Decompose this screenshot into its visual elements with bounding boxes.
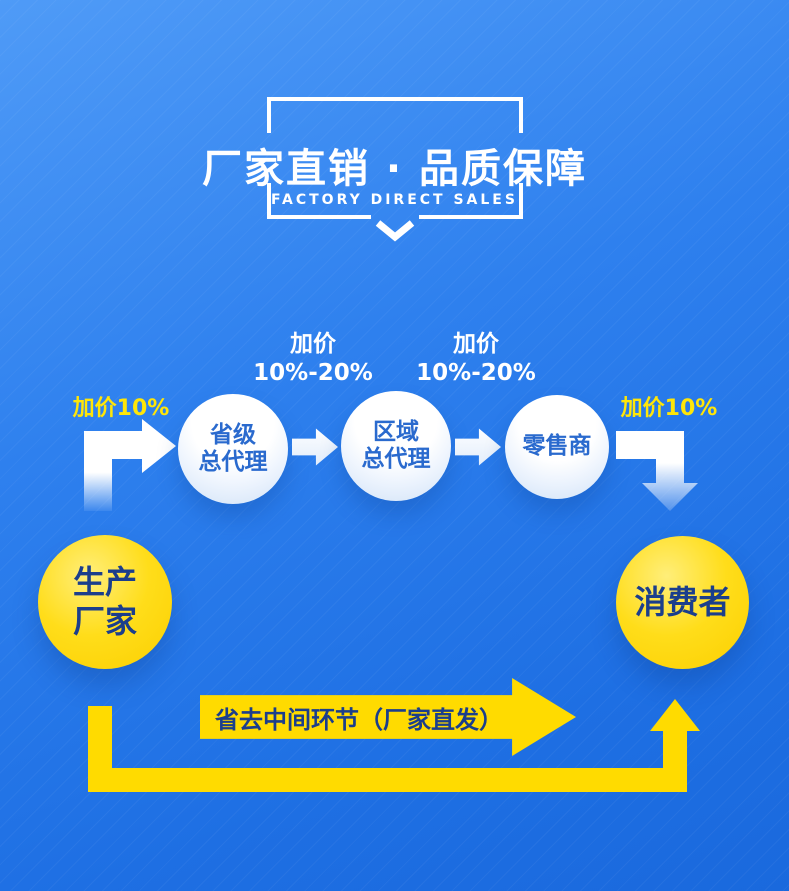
direct-sales-arrow: 省去中间环节（厂家直发）	[200, 678, 576, 756]
node-consumer-label: 消费者	[634, 582, 731, 621]
title-frame-top-border	[267, 97, 523, 101]
title-frame-right-stub-bottom	[519, 183, 523, 219]
arrow-up-right-icon	[84, 419, 176, 511]
markup-mid-1-line1: 加价	[290, 331, 336, 357]
node-retailer: 零售商	[505, 395, 609, 499]
node-retailer-line1: 零售商	[522, 433, 592, 460]
node-consumer: 消费者	[616, 536, 749, 669]
title-frame-left-stub-bottom	[267, 183, 271, 219]
node-factory-line1: 生产	[72, 562, 137, 601]
title-frame-bottom-border-left	[267, 215, 371, 219]
title-frame-right-stub-top	[519, 97, 523, 133]
arrow-right-icon	[455, 428, 501, 466]
node-factory-line2: 厂家	[72, 602, 137, 640]
markup-right-label: 加价10%	[620, 396, 718, 421]
markup-mid-2-line2: 10%-20%	[416, 359, 536, 386]
title-frame-bottom-border-right	[419, 215, 523, 219]
bypass-path-bottom-segment	[88, 768, 687, 792]
markup-mid-2-line1: 加价	[453, 331, 499, 357]
node-factory: 生产 厂家	[38, 535, 172, 669]
arrow-down-right-icon	[616, 431, 698, 511]
arrow-right-icon	[292, 428, 338, 466]
node-provincial-agent-line1: 省级	[210, 421, 256, 448]
page-title: 厂家直销 · 品质保障	[201, 146, 588, 192]
bypass-arrowhead-up-icon	[650, 699, 700, 731]
markup-left-label: 加价10%	[72, 396, 170, 421]
bypass-path-right-segment	[663, 731, 687, 792]
chevron-down-icon	[375, 220, 415, 242]
markup-mid-1-label: 加价 10%-20%	[251, 330, 375, 388]
node-regional-agent-line2: 总代理	[361, 446, 431, 472]
markup-mid-1-line2: 10%-20%	[253, 359, 373, 386]
title-frame-left-stub-top	[267, 97, 271, 133]
node-provincial-agent-line2: 总代理	[198, 449, 268, 475]
page-subtitle: FACTORY DIRECT SALES	[271, 192, 518, 208]
node-regional-agent: 区域 总代理	[341, 391, 451, 501]
markup-mid-2-label: 加价 10%-20%	[414, 330, 538, 388]
node-provincial-agent: 省级 总代理	[178, 394, 288, 504]
node-regional-agent-line1: 区域	[373, 418, 419, 445]
direct-sales-label: 省去中间环节（厂家直发）	[215, 705, 503, 734]
